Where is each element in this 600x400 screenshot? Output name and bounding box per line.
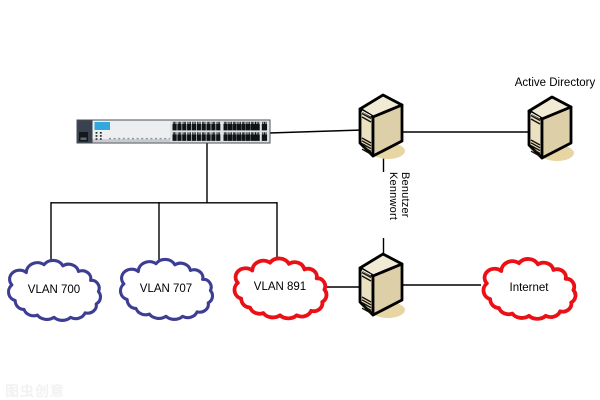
switch-port bbox=[182, 121, 187, 131]
switch-port bbox=[191, 132, 197, 141]
switch-port bbox=[211, 132, 216, 141]
switch-port bbox=[232, 121, 237, 131]
switch-port bbox=[206, 132, 211, 141]
switch-port bbox=[254, 121, 260, 131]
switch-port bbox=[223, 132, 228, 141]
switch-port bbox=[250, 132, 255, 141]
server-active-directory bbox=[527, 95, 576, 163]
switch-port bbox=[216, 121, 221, 131]
switch-port bbox=[246, 132, 251, 141]
switch-port bbox=[216, 132, 221, 141]
switch-port bbox=[182, 132, 187, 141]
switch-port bbox=[187, 132, 192, 141]
switch-port bbox=[201, 121, 206, 131]
switch-port bbox=[237, 121, 242, 131]
cloud-label-vlan-700: VLAN 700 bbox=[27, 284, 81, 296]
active-directory-label: Active Directory bbox=[514, 77, 596, 89]
switch-port bbox=[196, 132, 201, 141]
switch-port bbox=[196, 121, 201, 131]
switch-port bbox=[187, 121, 192, 131]
switch-port bbox=[261, 121, 268, 131]
watermark: 图虫创意 bbox=[5, 383, 65, 399]
switch-port bbox=[261, 132, 268, 141]
switch-console-port bbox=[79, 132, 88, 142]
switch-port bbox=[191, 121, 197, 131]
switch-port bbox=[228, 121, 233, 131]
switch-console-port-inner bbox=[80, 137, 87, 140]
switch-port bbox=[254, 132, 260, 141]
switch-port bbox=[250, 121, 255, 131]
switch-port bbox=[211, 121, 216, 131]
auth-credentials-label: Benutzer Kennwort bbox=[379, 172, 411, 238]
cloud-label-vlan-707: VLAN 707 bbox=[139, 283, 193, 295]
switch-port bbox=[201, 132, 206, 141]
server-firewall bbox=[358, 252, 407, 320]
switch-port bbox=[177, 121, 182, 131]
switch-port bbox=[172, 121, 177, 131]
switch-port bbox=[223, 121, 228, 131]
switch-port bbox=[246, 121, 251, 131]
switch-port bbox=[177, 132, 182, 141]
switch-status-leds bbox=[95, 132, 102, 140]
cloud-label-internet: Internet bbox=[509, 282, 549, 294]
switch-port bbox=[232, 132, 237, 141]
switch-port bbox=[241, 121, 246, 131]
auth-label-line1: Benutzer bbox=[399, 172, 411, 218]
switch-port bbox=[172, 132, 177, 141]
switch-port bbox=[237, 132, 242, 141]
switch-port bbox=[228, 132, 233, 141]
auth-label-line2: Kennwort bbox=[387, 172, 399, 221]
switch-port bbox=[206, 121, 211, 131]
switch-logo-badge bbox=[94, 122, 110, 130]
switch-port bbox=[241, 132, 246, 141]
connection-line-switch-server bbox=[268, 129, 363, 134]
server-auth bbox=[358, 93, 407, 161]
cloud-label-vlan-891: VLAN 891 bbox=[253, 281, 307, 293]
